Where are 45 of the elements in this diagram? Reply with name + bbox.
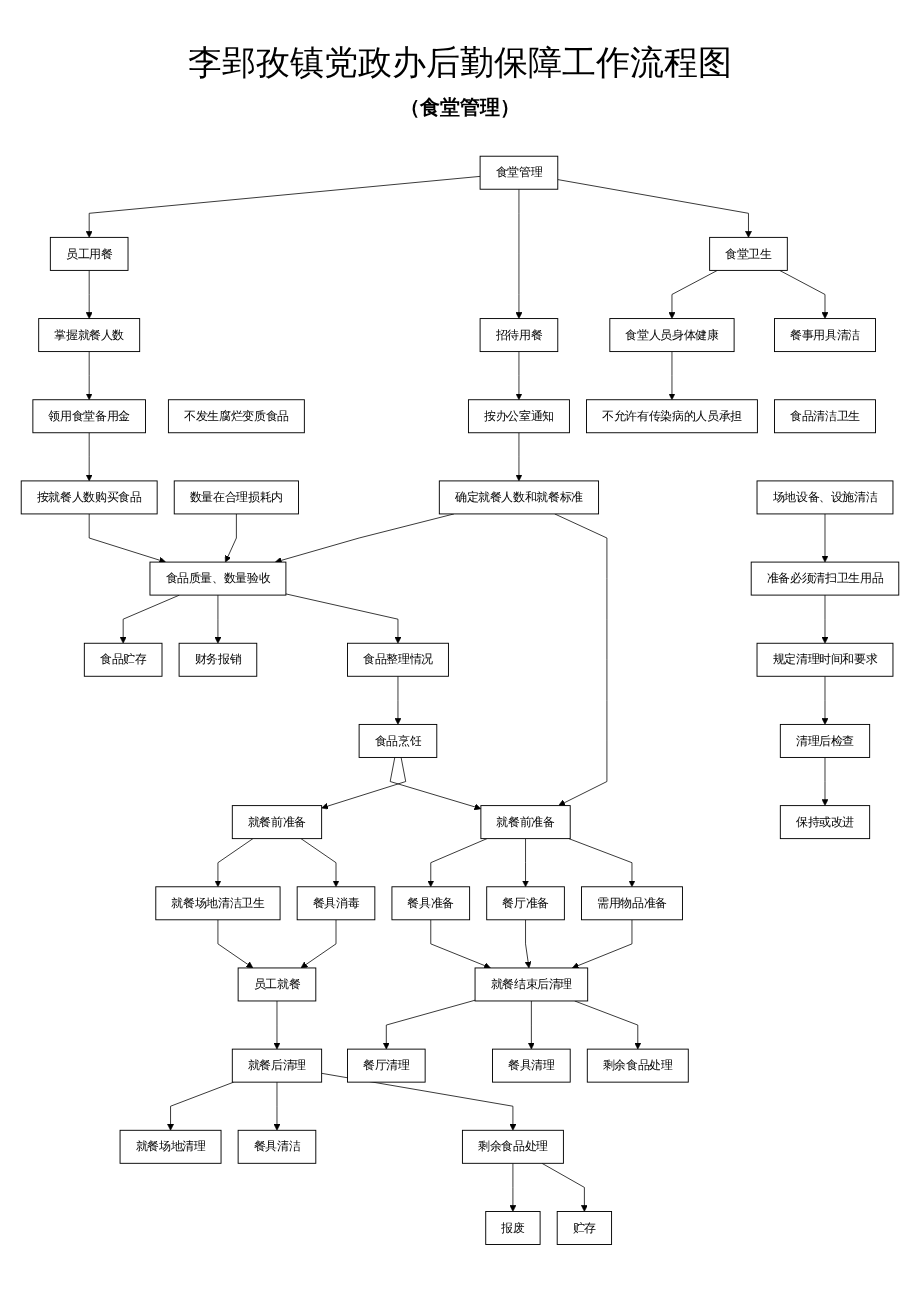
process-box: 不允许有传染病的人员承担 xyxy=(586,399,758,434)
process-box: 就餐后清理 xyxy=(231,1048,323,1083)
process-box: 餐具清洁 xyxy=(237,1129,317,1164)
process-box: 餐具清理 xyxy=(492,1048,571,1083)
process-box: 需用物品准备 xyxy=(581,886,683,921)
process-box: 按就餐人数购买食品 xyxy=(20,480,158,515)
subtitle: （食堂管理） xyxy=(400,95,520,120)
process-box: 清理后检查 xyxy=(779,723,871,758)
process-box: 食堂卫生 xyxy=(709,236,788,271)
process-box: 规定清理时间和要求 xyxy=(756,642,894,677)
process-box: 食堂人员身体健康 xyxy=(609,318,735,353)
process-box: 食品整理情况 xyxy=(347,642,449,677)
process-box: 餐厅准备 xyxy=(486,886,565,921)
process-box: 就餐场地清洁卫生 xyxy=(155,886,281,921)
process-box: 食堂管理 xyxy=(479,155,559,190)
process-box: 就餐场地清理 xyxy=(119,1129,222,1164)
process-box: 领用食堂备用金 xyxy=(32,399,146,434)
process-box: 剩余食品处理 xyxy=(586,1048,689,1083)
process-box: 食品贮存 xyxy=(83,642,163,677)
process-box: 餐事用具清洁 xyxy=(774,318,876,353)
process-box: 食品烹饪 xyxy=(358,723,438,758)
process-box: 数量在合理损耗内 xyxy=(173,480,299,515)
process-box: 财务报销 xyxy=(178,642,258,677)
diagram-title: 李郢孜镇党政办后勤保障工作流程图 xyxy=(188,43,732,83)
process-box: 餐厅清理 xyxy=(347,1048,426,1083)
process-box: 员工用餐 xyxy=(49,236,129,271)
process-box: 餐具准备 xyxy=(391,886,471,921)
process-box: 贮存 xyxy=(556,1211,613,1245)
process-box: 招待用餐 xyxy=(479,318,559,353)
process-box: 员工就餐 xyxy=(237,967,317,1002)
process-box: 就餐前准备 xyxy=(231,805,323,840)
process-box: 就餐结束后清理 xyxy=(474,967,589,1002)
process-box: 食品质量、数量验收 xyxy=(149,561,287,596)
process-box: 餐具消毒 xyxy=(296,886,376,921)
process-box: 剩余食品处理 xyxy=(461,1129,564,1164)
process-box: 按办公室通知 xyxy=(468,399,570,434)
process-box: 报废 xyxy=(485,1211,541,1245)
process-box: 就餐前准备 xyxy=(480,805,571,840)
process-box: 掌握就餐人数 xyxy=(38,318,141,353)
process-box: 食品清洁卫生 xyxy=(774,399,876,434)
process-box: 保持或改进 xyxy=(779,805,871,840)
process-box: 准备必须清扫卫生用品 xyxy=(750,561,900,596)
process-box: 确定就餐人数和就餐标准 xyxy=(438,480,600,515)
process-box: 场地设备、设施清洁 xyxy=(756,480,894,515)
process-box: 不发生腐烂变质食品 xyxy=(167,399,305,434)
